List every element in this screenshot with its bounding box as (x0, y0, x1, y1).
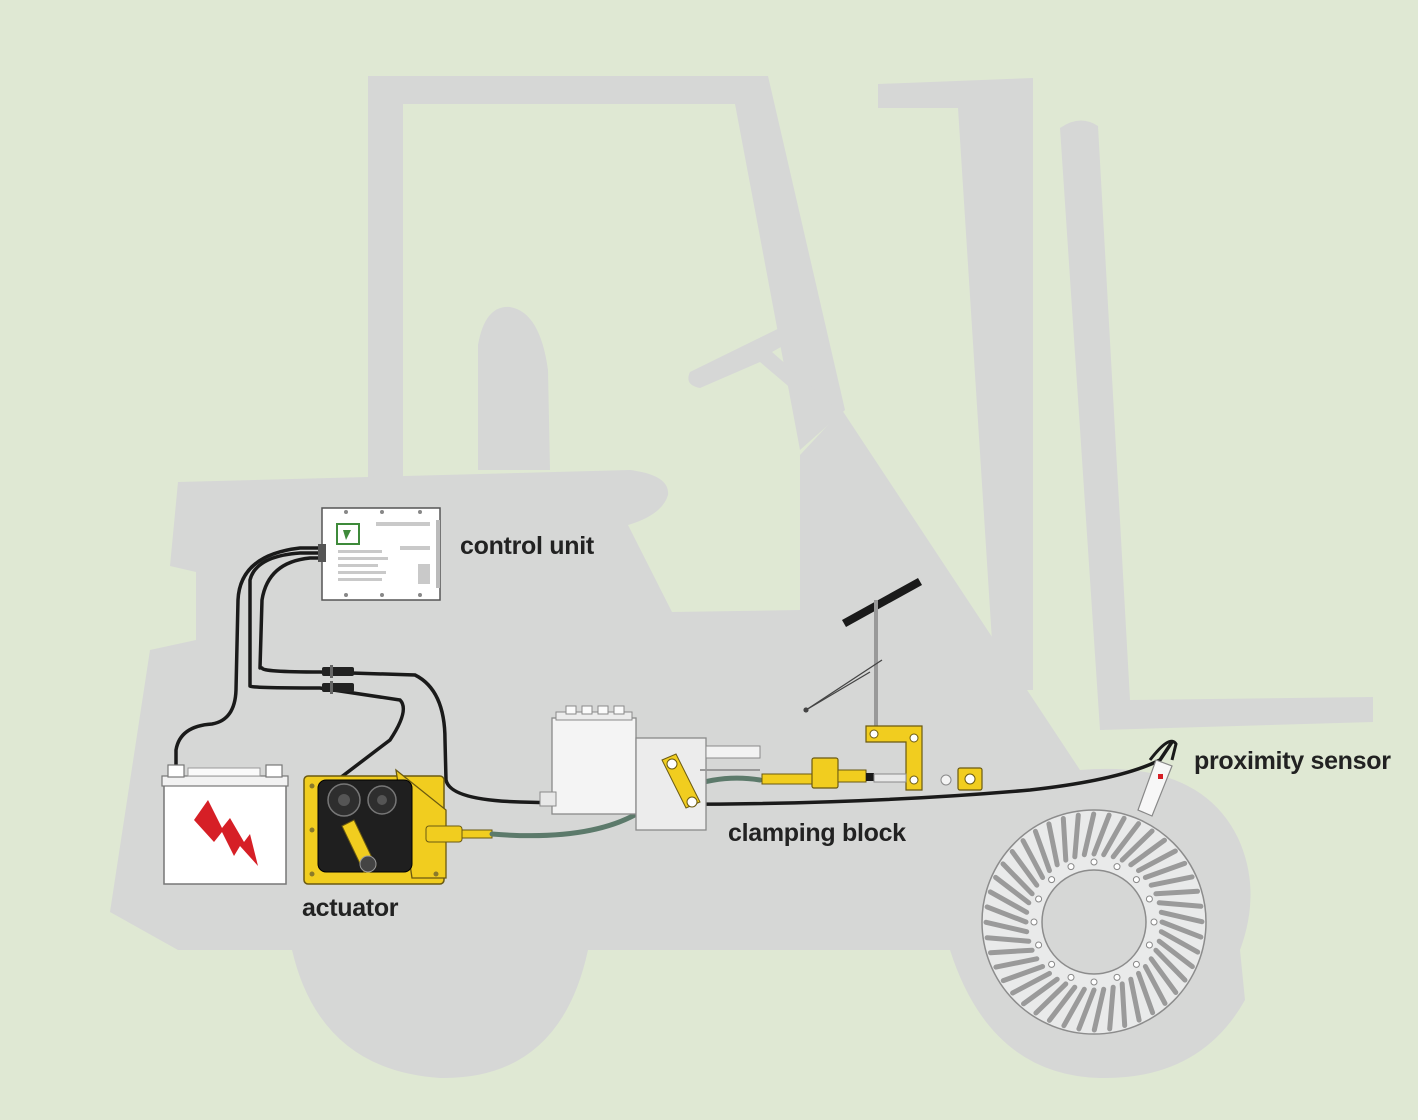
wheel-slot (1046, 984, 1078, 1023)
wheel-disc (981, 809, 1207, 1035)
actuator-motor (303, 768, 493, 885)
wheel-slot (1072, 812, 1081, 860)
wheel-slot (1020, 838, 1046, 880)
wheel-hole (1090, 978, 1098, 986)
wheel-slot (1101, 815, 1127, 858)
wheel-slot (1010, 970, 1052, 996)
wheel-hole (1150, 918, 1158, 926)
control-unit-box (318, 507, 441, 601)
wheel-slot (1033, 981, 1069, 1016)
clamping-block (761, 757, 874, 789)
wheel-hole (1132, 876, 1140, 884)
wheel-slot (1158, 929, 1201, 955)
wheel-slot (1159, 919, 1204, 940)
clamping-block-label: clamping block (728, 819, 906, 847)
wheel-hole (1048, 960, 1056, 968)
wheel-slot (993, 956, 1040, 970)
wheel-hole (1145, 895, 1153, 903)
control-unit-logo (336, 523, 360, 545)
wheel-slot (1000, 964, 1046, 984)
cable-actuator (248, 551, 406, 780)
wheel-slot (984, 904, 1029, 925)
wheel-hole (1145, 941, 1153, 949)
wheel-slot (1000, 861, 1035, 897)
wheel-slot (993, 874, 1032, 906)
control-unit-label: control unit (460, 532, 594, 560)
wheel-slot (1142, 860, 1188, 880)
wheel-slot (1091, 986, 1107, 1033)
wheel-hole (1035, 941, 1043, 949)
wheel-slot (1060, 816, 1069, 863)
wheel-hole (1067, 973, 1075, 981)
wheel-slot (1156, 938, 1195, 970)
wheel-slot (1076, 987, 1097, 1032)
wheel-hole (1113, 863, 1121, 871)
wheel-slot (1091, 812, 1112, 857)
wheel-hole (1067, 863, 1075, 871)
engine-block (539, 705, 761, 831)
wheel-slot (1021, 976, 1060, 1007)
proximity-sensor-icon (1137, 739, 1178, 817)
wheel-slot (1032, 828, 1052, 874)
wheel-slot (984, 935, 1032, 944)
wheel-hole (1048, 876, 1056, 884)
battery-icon (161, 764, 289, 885)
wheel-slot (1142, 964, 1168, 1006)
wheel-hole (1090, 858, 1098, 866)
wheel-slot (988, 947, 1035, 956)
wheel-slot (983, 919, 1030, 935)
cable-battery (174, 546, 324, 770)
wheel-hole (1113, 973, 1121, 981)
control-unit-text-lines (338, 522, 430, 584)
wheel-slot (1136, 970, 1156, 1016)
wheel-slots (983, 811, 1205, 1033)
pedal-linkage (803, 600, 983, 791)
wheel-slot (1148, 874, 1195, 888)
wheel-slot (1156, 900, 1204, 909)
wheel-slot (1136, 848, 1178, 874)
wheel-slot (1061, 986, 1087, 1029)
wheel-slot (1153, 947, 1188, 983)
wheel-slot (1119, 981, 1128, 1028)
lightning-bolt-icon (194, 800, 258, 866)
wheel-slot (987, 889, 1030, 915)
wheel-hole (1132, 960, 1140, 968)
proximity-sensor-label: proximity sensor (1194, 747, 1391, 775)
wheel-slot (1153, 888, 1200, 897)
wheel-slot (1081, 811, 1097, 858)
wheel-slot (1148, 956, 1179, 995)
cable-connectors (322, 665, 354, 694)
wheel-hole (1035, 895, 1043, 903)
wheel-slot (1110, 821, 1142, 860)
wheel-slot (1128, 976, 1142, 1023)
wheel-slot (1158, 909, 1205, 925)
actuator-label: actuator (302, 894, 399, 922)
wheel-slot (1107, 984, 1116, 1032)
wheel-slot (1009, 849, 1040, 888)
wheel-hole (1030, 918, 1038, 926)
wheel-slot (1119, 828, 1155, 863)
pedal-plate (842, 578, 922, 627)
wheel-slot (1046, 821, 1060, 868)
wheel-slot (1128, 837, 1167, 868)
wheel-holes (1030, 858, 1158, 986)
